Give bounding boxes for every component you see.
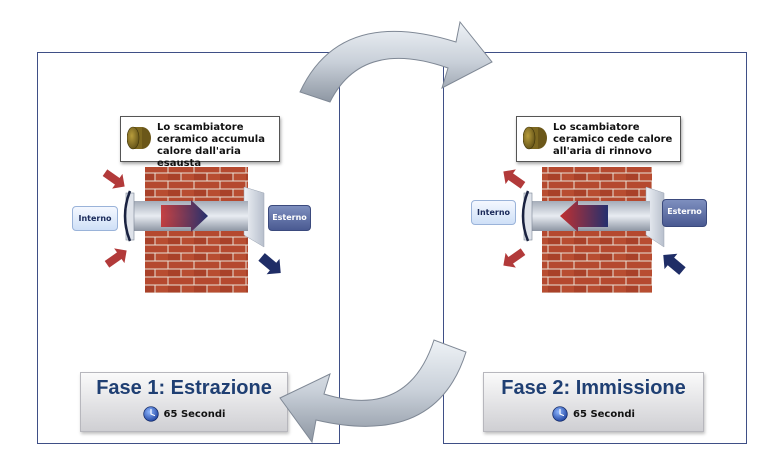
phase-2-time: 65 Secondi [573, 408, 635, 420]
callout-text: Lo scambiatore ceramico accumula calore … [157, 122, 265, 169]
flow-arrow-outward [161, 200, 208, 232]
warm-arrow-lower [104, 248, 127, 268]
esterno-label: Esterno [268, 205, 311, 231]
ceramic-roll-icon [523, 126, 547, 150]
phase-2-duration: 65 Secondi [552, 406, 635, 422]
cold-arrow-in [663, 253, 686, 275]
inner-flap [521, 190, 530, 242]
warm-arrow-upper [503, 169, 526, 189]
cold-arrow-out [258, 253, 281, 275]
clock-icon [142, 406, 159, 422]
callout-text: Lo scambiatore ceramico cede calore all'… [553, 122, 673, 157]
heat-callout: Lo scambiatore ceramico accumula calore … [120, 116, 280, 169]
warm-arrow-lower [503, 248, 526, 268]
heat-callout: Lo scambiatore ceramico cede calore all'… [516, 116, 681, 162]
phase-2-box: Fase 2: Immissione 65 Secondi [483, 372, 704, 432]
esterno-label: Esterno [662, 199, 707, 227]
immission-scene [503, 167, 686, 293]
extraction-scene [102, 167, 281, 293]
interno-label: Interno [72, 206, 118, 231]
interno-label: Interno [471, 200, 516, 225]
phase-1-duration: 65 Secondi [142, 406, 226, 422]
phase-1-time: 65 Secondi [163, 408, 226, 420]
clock-icon [552, 406, 568, 422]
phase-1-box: Fase 1: Estrazione 65 Secondi [80, 372, 288, 432]
ceramic-roll-icon [127, 126, 151, 150]
phase-2-title: Fase 2: Immissione [501, 377, 686, 399]
warm-arrow-upper [102, 169, 125, 189]
inner-flap [123, 190, 132, 242]
flow-arrow-inward [560, 200, 608, 232]
phase-1-title: Fase 1: Estrazione [96, 377, 272, 399]
